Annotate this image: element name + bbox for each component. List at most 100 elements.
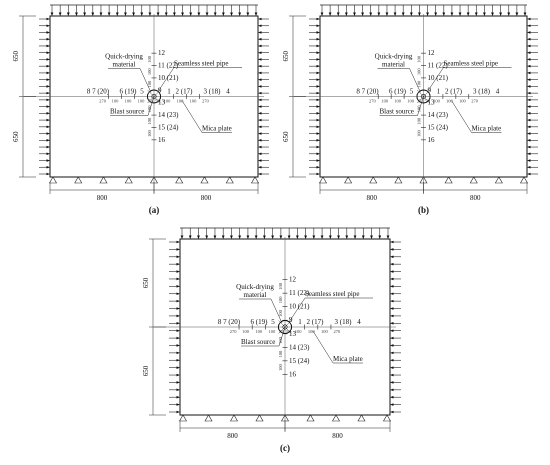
load-arrowhead-top [328, 235, 332, 239]
load-arrowhead-top [246, 235, 250, 239]
spacing-label-horizontal: 100 [295, 329, 303, 334]
load-arrowhead-right [258, 132, 262, 135]
leader-quick-drying [409, 68, 421, 93]
load-arrowhead-right [527, 98, 531, 102]
dimension-label-right: 800 [470, 194, 481, 202]
gauge-label-bottom: 15 (24) [158, 123, 179, 131]
load-arrowhead-top [320, 12, 324, 16]
support-triangle [99, 176, 108, 184]
load-arrowhead-top [409, 12, 413, 16]
spacing-label-end: 270 [202, 99, 210, 104]
load-arrowhead-left [176, 403, 180, 406]
load-arrowhead-right [527, 71, 531, 75]
label-blast-source: Blast source [110, 108, 144, 116]
load-arrowhead-right [527, 132, 531, 135]
load-arrowhead-top [254, 12, 258, 16]
load-arrowhead-left [316, 125, 320, 129]
load-arrowhead-left [316, 58, 320, 61]
load-arrowhead-top [181, 12, 184, 16]
load-arrowhead-right [258, 44, 262, 48]
load-arrowhead-top [426, 12, 429, 16]
load-arrowhead-right [258, 71, 262, 75]
support-triangle [444, 176, 453, 184]
spacing-label-horizontal: 100 [255, 329, 263, 334]
load-arrowhead-top [378, 235, 382, 239]
load-arrowhead-right [258, 152, 262, 156]
gauge-label-top: 10 (21) [289, 303, 310, 311]
support-triangle [318, 176, 328, 184]
load-arrowhead-right [258, 37, 262, 41]
load-arrowhead-top [197, 235, 200, 239]
load-arrowhead-left [176, 292, 180, 296]
load-arrowhead-left [46, 58, 50, 61]
load-arrowhead-left [316, 105, 320, 108]
load-arrowhead-left [316, 132, 320, 135]
load-arrowhead-left [46, 172, 50, 176]
load-arrowhead-top [499, 12, 503, 16]
load-arrowhead-top [483, 12, 486, 16]
gauge-label-right: 4 [496, 88, 500, 96]
load-arrowhead-top [132, 12, 135, 16]
gauge-label-top: 9 [158, 86, 162, 94]
load-arrowhead-left [316, 91, 320, 95]
load-arrowhead-top [107, 12, 111, 16]
spacing-label-end: 270 [471, 99, 479, 104]
load-arrowhead-right [390, 388, 394, 392]
load-arrowhead-left [316, 37, 320, 41]
load-arrowhead-right [258, 139, 262, 142]
load-arrowhead-left [176, 299, 180, 303]
support-triangle [382, 414, 392, 422]
load-arrowhead-left [176, 358, 180, 362]
spacing-label-vertical: 100 [278, 282, 283, 290]
load-arrowhead-left [176, 322, 180, 325]
load-arrowhead-top [386, 235, 390, 239]
gauge-label-bottom: 13 [289, 330, 297, 338]
load-arrowhead-right [390, 299, 394, 303]
load-arrowhead-left [46, 145, 50, 149]
dimension-label-left: 800 [97, 194, 108, 202]
support-triangle [469, 176, 478, 184]
gauge-label-right: 4 [226, 88, 230, 96]
load-arrowhead-top [370, 235, 373, 239]
gauge-label-left: 6 (19) [251, 318, 269, 326]
load-arrowhead-right [390, 358, 394, 362]
gauge-label-left: 5 [140, 88, 144, 96]
load-arrowhead-right [258, 105, 262, 108]
gauge-label-top: 12 [428, 49, 436, 57]
spacing-label-vertical: 100 [417, 68, 422, 76]
panel-caption: (c) [280, 443, 290, 453]
load-arrowhead-right [390, 351, 394, 355]
load-arrowhead-top [418, 12, 421, 16]
load-arrowhead-right [527, 31, 531, 34]
load-arrowhead-top [156, 12, 160, 16]
load-arrowhead-top [345, 235, 349, 239]
gauge-label-right: 3 (18) [335, 318, 353, 326]
load-arrowhead-top [279, 235, 283, 239]
spacing-label-end: 270 [369, 99, 377, 104]
support-triangle [255, 414, 264, 422]
load-arrowhead-left [176, 240, 180, 244]
load-arrowhead-top [361, 12, 364, 16]
load-arrowhead-right [258, 78, 262, 81]
label-blast-source: Blast source [380, 108, 414, 116]
support-triangle [175, 176, 184, 184]
spacing-label-horizontal: 100 [394, 99, 402, 104]
load-arrowhead-top [442, 12, 446, 16]
load-arrowhead-right [258, 159, 262, 162]
support-triangle [369, 176, 378, 184]
spacing-label-horizontal: 100 [381, 99, 389, 104]
load-arrowhead-top [369, 12, 373, 16]
load-arrowhead-right [527, 44, 531, 48]
load-arrowhead-top [320, 235, 324, 239]
load-arrowhead-top [271, 235, 275, 239]
label-mica-plate: Mica plate [333, 355, 363, 363]
load-arrowhead-top [515, 12, 519, 16]
label-blast-source: Blast source [241, 338, 275, 346]
load-arrowhead-right [527, 139, 531, 142]
spacing-label-vertical: 100 [147, 130, 152, 138]
gauge-label-bottom: 13 [158, 99, 166, 107]
dimension-label-bottom: 650 [12, 131, 20, 142]
load-arrowhead-left [176, 344, 180, 347]
dimension-label-top: 650 [142, 277, 150, 288]
